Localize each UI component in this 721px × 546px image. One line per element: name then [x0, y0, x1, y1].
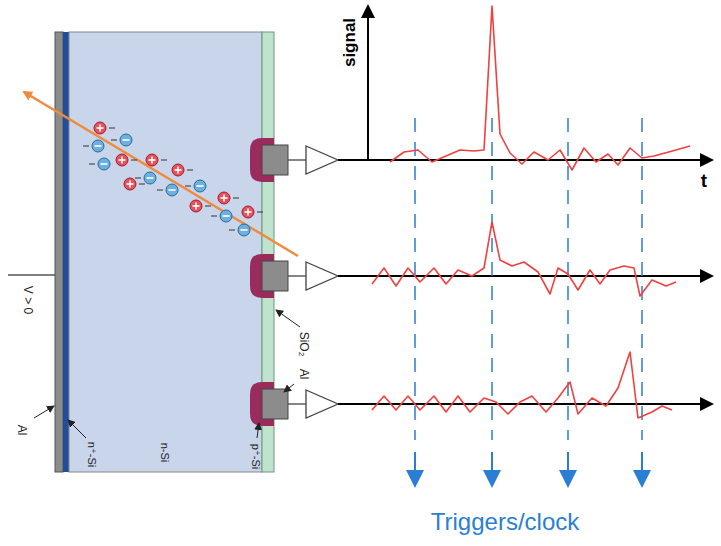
n-bulk — [69, 32, 262, 472]
signal-axes — [338, 6, 712, 404]
axis-label: t — [701, 171, 707, 190]
layer-label: n-Si — [160, 442, 171, 462]
layer-label: SiO₂ — [298, 332, 310, 357]
trigger-arrow — [406, 452, 651, 488]
layer-label: n⁺-Si — [87, 441, 98, 466]
bias-label: V > 0 — [22, 286, 34, 314]
layer-label: p⁺-Si — [251, 443, 262, 468]
amplifier-symbol — [288, 146, 338, 418]
axis-label: signal — [342, 17, 359, 66]
clock-caption: Triggers/clock — [431, 510, 579, 534]
particle-track — [24, 92, 298, 256]
signal-trace — [372, 6, 690, 418]
clock-line — [415, 118, 642, 440]
leader-line — [34, 310, 300, 438]
charge-carriers — [83, 122, 263, 236]
bias-wire — [8, 274, 55, 276]
strip-electrodes — [250, 138, 288, 426]
layer-label: Al — [16, 425, 28, 436]
back-aluminium — [55, 32, 63, 472]
n-plus-layer — [63, 32, 69, 472]
layer-label: Al — [298, 369, 310, 380]
